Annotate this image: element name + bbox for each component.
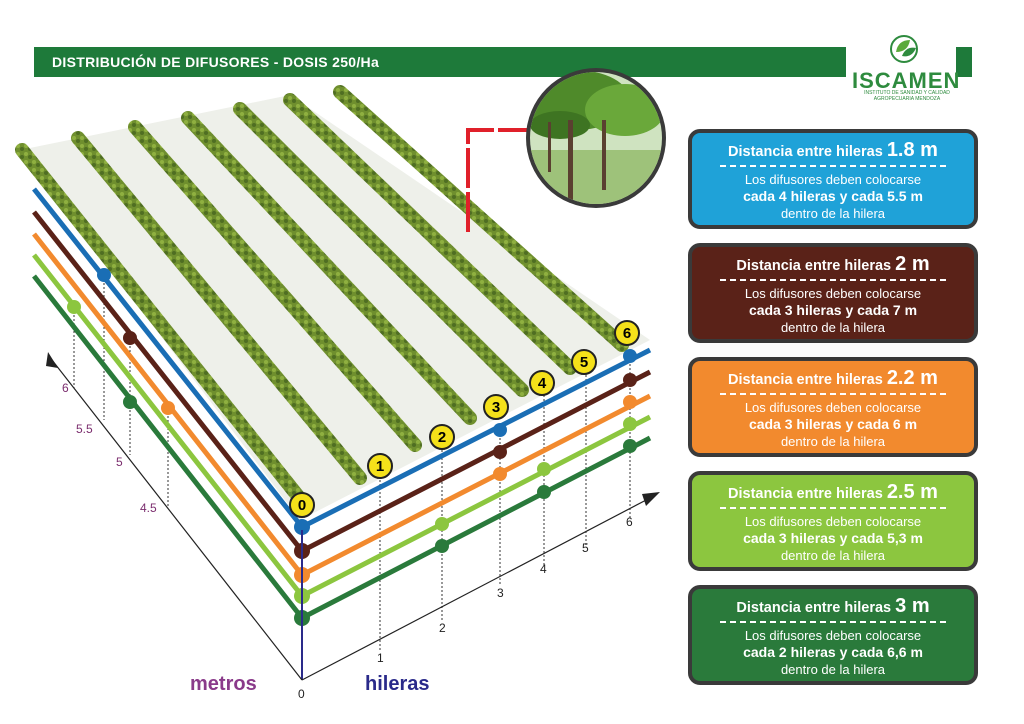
info-card-3: Distancia entre hileras 2.2 m Los difuso… [688, 357, 978, 457]
info-card-5-line3: dentro de la hilera [780, 662, 886, 677]
info-card-3-line2: cada 3 hileras y cada 6 m [748, 416, 918, 432]
info-card-1-line3: dentro de la hilera [780, 206, 886, 221]
info-card-2-title: Distancia entre hileras 2 m [692, 253, 974, 276]
info-card-5-value: 3 m [895, 595, 930, 617]
info-card-2-line3: dentro de la hilera [780, 320, 886, 335]
info-card-4-prefix: Distancia entre hileras [728, 486, 883, 502]
meter-tick-5.5: 5.5 [76, 422, 93, 436]
info-card-2: Distancia entre hileras 2 m Los difusore… [688, 243, 978, 343]
row-badges: 0 1 2 3 4 5 6 [289, 320, 640, 518]
info-card-4-line3: dentro de la hilera [780, 548, 886, 563]
iscamen-logo: ISCAMEN INSTITUTO DE SANIDAD Y CALIDAD A… [846, 30, 959, 104]
row-tick-3: 3 [497, 586, 504, 600]
row-tick-2: 2 [439, 621, 446, 635]
info-card-4-value: 2.5 m [886, 481, 938, 503]
info-card-4-line2: cada 3 hileras y cada 5,3 m [743, 530, 923, 546]
info-card-1-title: Distancia entre hileras 1.8 m [692, 139, 974, 162]
meter-tick-5: 5 [116, 455, 123, 469]
info-card-4-title: Distancia entre hileras 2.5 m [692, 481, 974, 504]
info-card-2-divider [720, 279, 946, 281]
row-tick-6: 6 [626, 515, 633, 529]
row-badge-0: 0 [298, 497, 306, 514]
axes [46, 352, 660, 681]
vine-rows [15, 85, 629, 512]
info-card-5-line2: cada 2 hileras y cada 6,6 m [743, 644, 923, 660]
rows-axis-label: hileras [365, 673, 429, 695]
info-card-3-prefix: Distancia entre hileras [728, 372, 883, 388]
page-title: DISTRIBUCIÓN DE DIFUSORES - DOSIS 250/Ha [52, 54, 380, 70]
leaf-icon [890, 35, 918, 63]
info-card-1-line2: cada 4 hileras y cada 5.5 m [743, 188, 923, 204]
info-card-5-prefix: Distancia entre hileras [736, 600, 892, 616]
info-card-5-title: Distancia entre hileras 3 m [692, 595, 974, 618]
info-card-3-value: 2.2 m [886, 367, 938, 389]
info-card-2-prefix: Distancia entre hileras [736, 258, 892, 274]
info-card-1-prefix: Distancia entre hileras [728, 144, 883, 160]
row-badge-1: 1 [376, 458, 384, 475]
row-badge-4: 4 [538, 375, 547, 392]
info-card-4-divider [720, 507, 946, 509]
info-card-3-line3: dentro de la hilera [780, 434, 886, 449]
row-tick-1: 1 [377, 651, 384, 665]
info-card-3-line1: Los difusores deben colocarse [744, 400, 922, 415]
info-card-3-divider [720, 393, 946, 395]
info-card-2-line2: cada 3 hileras y cada 7 m [748, 302, 918, 318]
meter-tick-0: 0 [298, 687, 305, 701]
row-badge-2: 2 [438, 429, 446, 446]
info-card-5-line1: Los difusores deben colocarse [744, 628, 922, 643]
info-card-5: Distancia entre hileras 3 m Los difusore… [688, 585, 978, 685]
meter-tick-4.5: 4.5 [140, 501, 157, 515]
logo-name: ISCAMEN [852, 68, 961, 93]
row-badge-6: 6 [623, 325, 631, 342]
vineyard-photo [526, 68, 666, 208]
row-badge-5: 5 [580, 354, 588, 371]
row-tick-4: 4 [540, 562, 547, 576]
info-card-4: Distancia entre hileras 2.5 m Los difuso… [688, 471, 978, 571]
info-card-1: Distancia entre hileras 1.8 m Los difuso… [688, 129, 978, 229]
info-card-2-line1: Los difusores deben colocarse [744, 286, 922, 301]
info-card-5-divider [720, 621, 946, 623]
row-badge-3: 3 [492, 399, 500, 416]
info-card-1-line1: Los difusores deben colocarse [744, 172, 922, 187]
info-card-4-line1: Los difusores deben colocarse [744, 514, 922, 529]
info-card-1-value: 1.8 m [886, 139, 938, 161]
title-bar: DISTRIBUCIÓN DE DIFUSORES - DOSIS 250/Ha [34, 47, 972, 77]
info-card-1-divider [720, 165, 946, 167]
logo-subtitle: INSTITUTO DE SANIDAD Y CALIDAD AGROPECUA… [864, 90, 950, 102]
meter-tick-6: 6 [62, 381, 69, 395]
info-card-3-title: Distancia entre hileras 2.2 m [692, 367, 974, 390]
info-card-2-value: 2 m [895, 253, 930, 275]
row-tick-5: 5 [582, 541, 589, 555]
meters-axis-label: metros [190, 673, 257, 695]
